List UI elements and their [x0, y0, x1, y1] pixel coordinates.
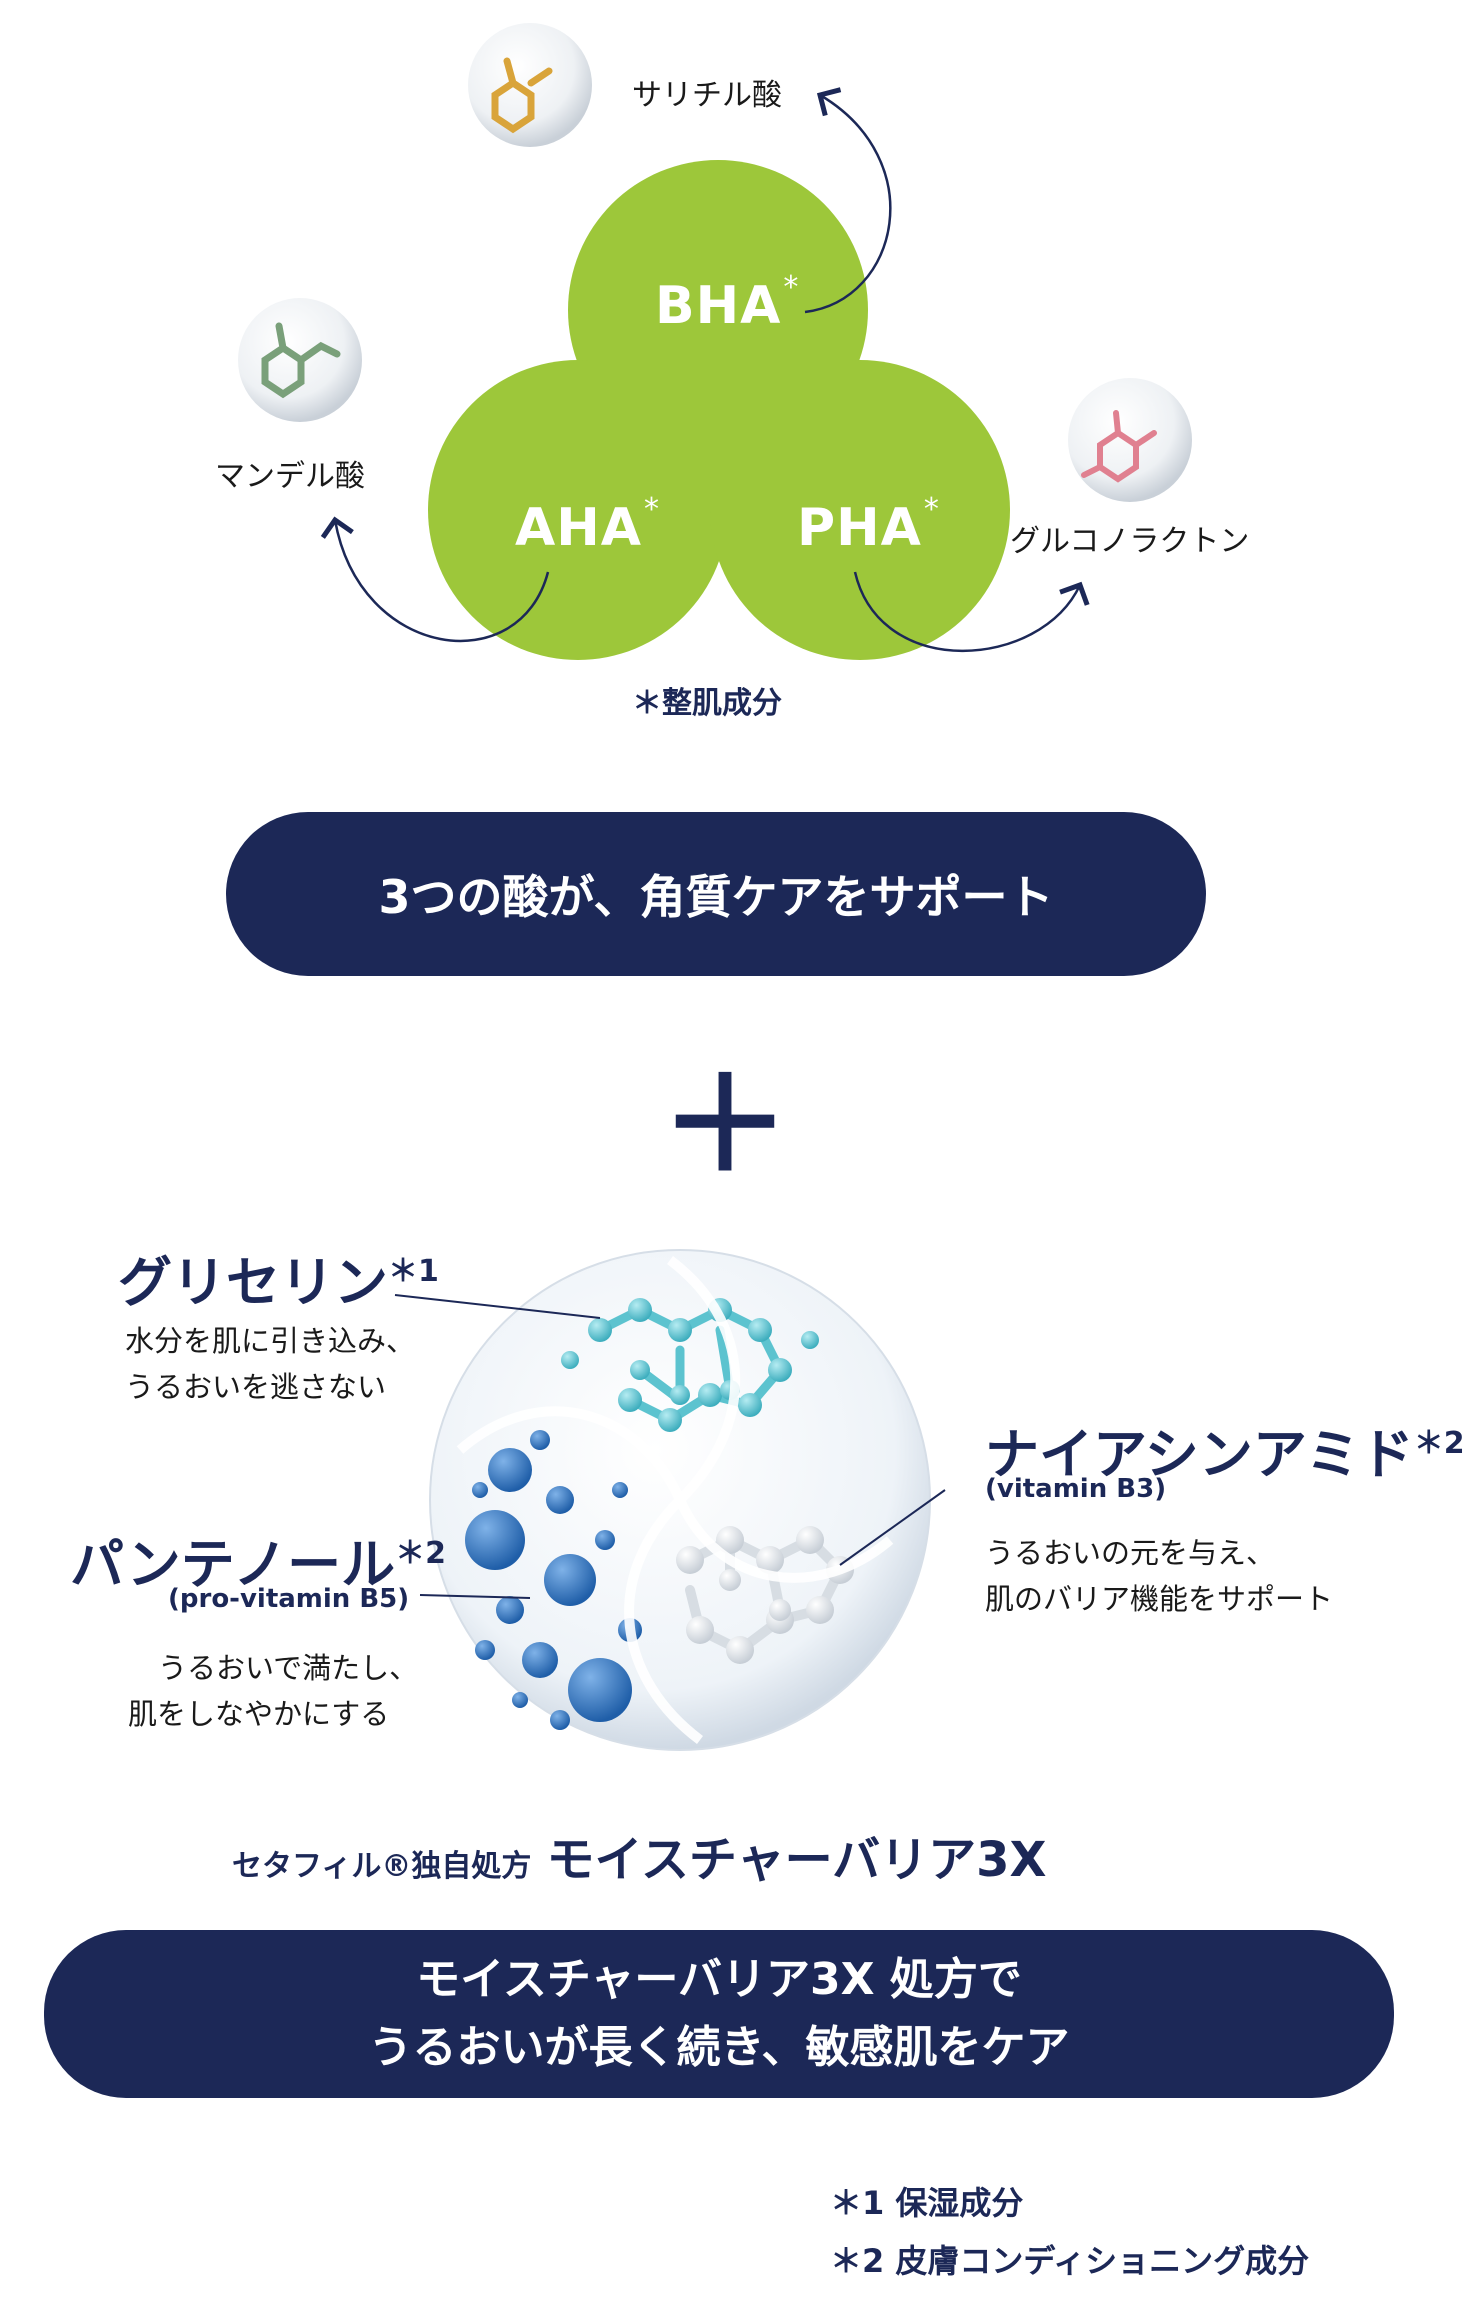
pha-arrow — [853, 571, 1090, 653]
glycerin-desc-1: 水分を肌に引き込み、 — [125, 1324, 416, 1358]
panthenol-title: パンテノール＊2 — [70, 1520, 446, 1599]
niacinamide-desc-1: うるおいの元を与え、 — [985, 1536, 1276, 1570]
acid-banner-text: 3つの酸が、角質ケアをサポート — [378, 870, 1054, 924]
aha-arrow — [320, 516, 550, 643]
panthenol-name: パンテノール — [70, 1533, 396, 1596]
panthenol-molecules — [465, 1430, 642, 1730]
gluconolactone-label: グルコノラクトン — [1010, 524, 1250, 559]
pha-label: PHA* — [797, 492, 940, 558]
formula-prefix: セタフィル®独自処方 — [232, 1849, 532, 1884]
niacinamide-title: ナイアシンアミド＊2 — [985, 1410, 1465, 1489]
niacinamide-note: ＊2 — [1413, 1426, 1465, 1461]
niacinamide-name: ナイアシンアミド — [985, 1423, 1414, 1486]
acid-banner: 3つの酸が、角質ケアをサポート — [226, 812, 1206, 976]
salicylic-acid-label: サリチル酸 — [632, 78, 782, 113]
glycerin-name: グリセリン — [118, 1251, 388, 1314]
gluconolactone-molecule-icon — [1068, 378, 1192, 502]
bha-mark: * — [783, 270, 800, 305]
panthenol-sub: (pro-vitamin B5) — [168, 1584, 410, 1614]
leader-lines — [394, 1294, 946, 1599]
aha-mark: * — [644, 492, 661, 527]
formula-banner-line1: モイスチャーバリア3X 処方で — [416, 1954, 1022, 2005]
footnote-2: ＊2 皮膚コンディショニング成分 — [830, 2242, 1310, 2280]
acid-footnote: ＊整肌成分 — [632, 686, 782, 721]
glycerin-note: ＊1 — [388, 1254, 439, 1289]
green-trefoil — [428, 160, 1010, 660]
glycerin-molecules — [595, 1304, 786, 1426]
bha-label-text: BHA — [655, 276, 782, 336]
niacinamide-sub: (vitamin B3) — [985, 1474, 1167, 1504]
glycerin-desc-2: うるおいを逃さない — [125, 1370, 387, 1404]
moisture-barrier-sphere — [429, 1249, 931, 1751]
formula-name: モイスチャーバリア3X — [546, 1832, 1047, 1888]
pha-mark: * — [923, 492, 940, 527]
panthenol-desc-2: 肌をしなやかにする — [128, 1697, 390, 1731]
panthenol-desc-1: うるおいで満たし、 — [158, 1651, 419, 1685]
bha-arrow — [804, 87, 892, 314]
plus-icon: ＋ — [660, 1049, 791, 1201]
formula-title: セタフィル®独自処方 モイスチャーバリア3X — [232, 1820, 1047, 1890]
aha-label: AHA* — [515, 492, 660, 558]
footnote-1: ＊1 保湿成分 — [830, 2184, 1024, 2222]
mandelic-acid-label: マンデル酸 — [215, 459, 365, 494]
acid-trefoil-graphic — [238, 23, 1192, 660]
pha-label-text: PHA — [797, 498, 922, 558]
glycerin-title: グリセリン＊1 — [118, 1238, 439, 1317]
bha-label: BHA* — [655, 270, 799, 336]
aha-label-text: AHA — [515, 498, 643, 558]
mandelic-acid-molecule-icon — [238, 298, 362, 422]
formula-banner-line2: うるおいが長く続き、敏感肌をケア — [368, 2022, 1070, 2073]
niacinamide-desc-2: 肌のバリア機能をサポート — [985, 1582, 1334, 1616]
panthenol-note: ＊2 — [395, 1536, 446, 1571]
salicylic-acid-molecule-icon — [468, 23, 592, 147]
formula-banner: モイスチャーバリア3X 処方で うるおいが長く続き、敏感肌をケア — [44, 1930, 1394, 2098]
